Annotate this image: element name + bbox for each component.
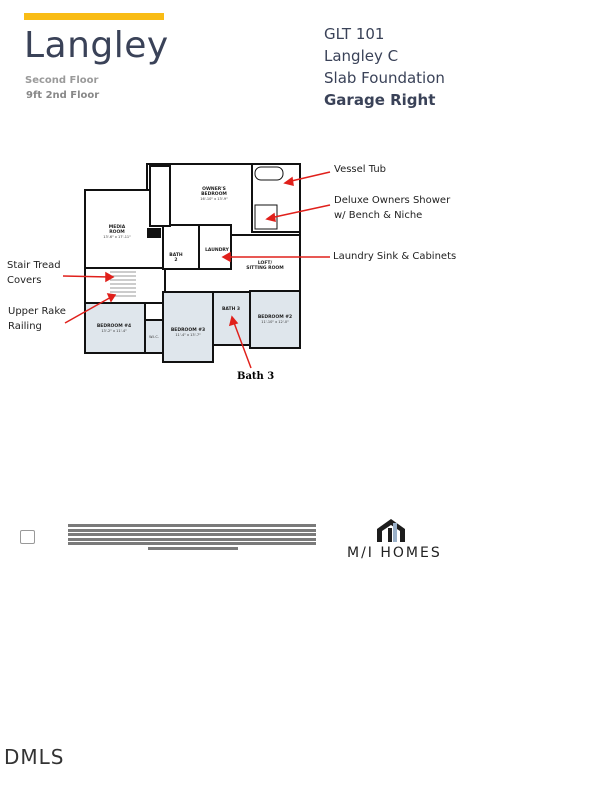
room-label: BEDROOM #4: [97, 323, 131, 329]
plan-title: Langley: [24, 25, 169, 66]
note-railing: Upper Rake: [8, 306, 66, 317]
stair-area-outline: [84, 267, 166, 304]
room-label: OWNER'S: [202, 186, 226, 192]
note-bath3: Bath 3: [237, 371, 275, 382]
foundation: Slab Foundation: [324, 69, 445, 87]
accent-bar: [24, 13, 164, 20]
room-dimension: 16'-10" x 13'-9": [200, 197, 228, 201]
room-dimension: 13'-6" x 17'-11": [103, 235, 131, 239]
room-dimension: 11'-4" x 13'-7": [175, 333, 201, 337]
laundry-outline: [198, 224, 232, 270]
room-label: LAUNDRY: [205, 247, 230, 253]
arrow-railing: [64, 295, 114, 324]
room-label: MEDIA: [109, 224, 126, 230]
bedroom-3-outline: [162, 291, 214, 363]
disclaimer-text: [68, 524, 316, 551]
room-label: SITTING ROOM: [246, 265, 284, 271]
bedroom-2-outline: [249, 290, 301, 349]
owners-wic-outline: [149, 165, 171, 227]
room-label: BATH 3: [222, 306, 240, 312]
note-shower: Deluxe Owners Shower: [334, 195, 451, 206]
elevation: Langley C: [324, 47, 399, 65]
room-label: BEDROOM #2: [258, 314, 292, 320]
garage-orientation: Garage Right: [324, 91, 436, 109]
note-stair: Stair Tread: [7, 260, 61, 271]
room-label: 2: [174, 257, 177, 263]
floor-height-label: 9ft 2nd Floor: [26, 90, 100, 101]
arrow-vessel-tub: [286, 171, 331, 183]
note-stair-2: Covers: [7, 275, 42, 286]
arrow-bath3: [232, 319, 252, 369]
chase: [147, 228, 161, 238]
note-laundry: Laundry Sink & Cabinets: [333, 251, 457, 262]
note-vessel-tub: Vessel Tub: [334, 164, 387, 175]
floor-plan: OWNER'S BEDROOM 16'-10" x 13'-9" MEDIA R…: [62, 163, 331, 369]
bath-2-outline: [162, 224, 200, 270]
room-label: BEDROOM: [201, 191, 227, 197]
room-dimension: 11'-10" x 12'-0": [261, 320, 289, 324]
room-label: BEDROOM #3: [171, 327, 205, 333]
mi-homes-logo-icon: [377, 519, 405, 542]
room-label: BATH: [169, 252, 183, 258]
arrow-shower: [269, 204, 331, 219]
floor-label: Second Floor: [25, 75, 99, 86]
bedroom-4-outline: [84, 302, 146, 354]
mls-watermark: DMLS: [4, 745, 65, 769]
brand-name: M/I HOMES: [347, 545, 442, 561]
equal-housing-icon: [20, 530, 35, 544]
vessel-tub-icon: [254, 166, 284, 181]
room-label: ROOM: [109, 229, 125, 235]
room-label: LOFT/: [258, 260, 273, 266]
note-shower-2: w/ Bench & Niche: [334, 210, 423, 221]
room-label: W.I.C.: [149, 335, 159, 339]
room-dimension: 13'-2" x 11'-4": [101, 329, 127, 333]
note-railing-2: Railing: [8, 321, 42, 332]
arrow-stair: [62, 275, 111, 278]
lot-number: GLT 101: [324, 25, 385, 43]
